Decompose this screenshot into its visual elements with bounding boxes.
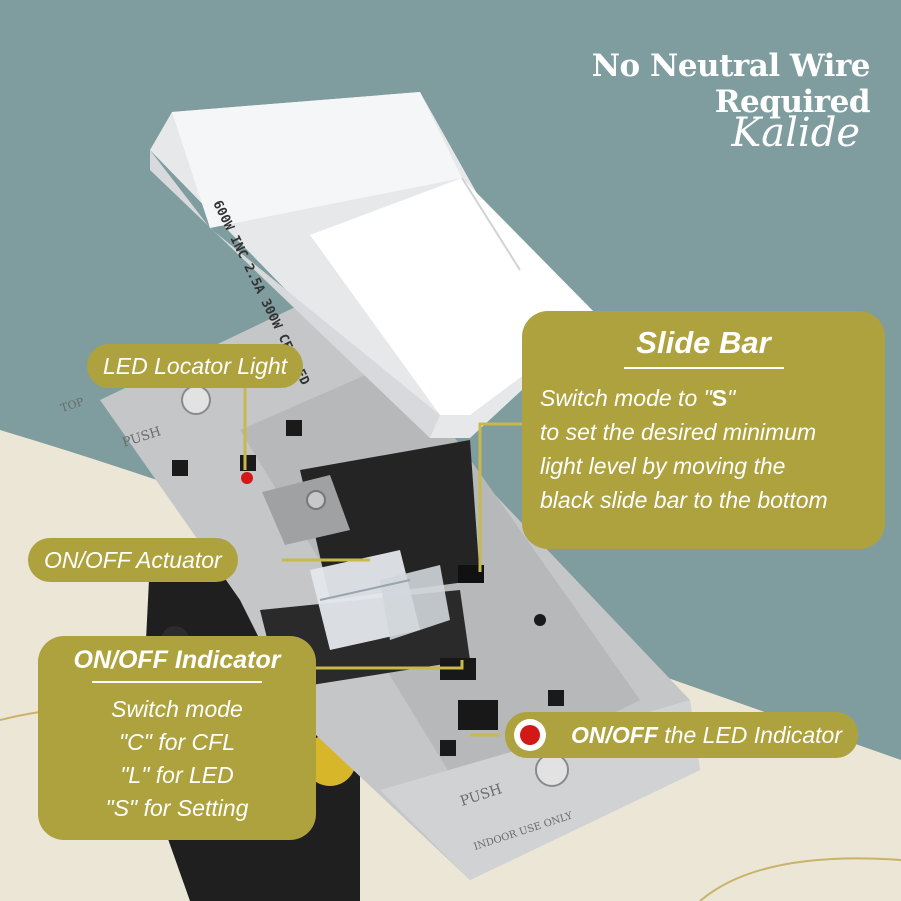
metal-tab (262, 475, 350, 545)
brand-logo: Kalide (731, 110, 860, 156)
indicator-line: "S" for Setting (105, 795, 249, 821)
strap-cutout (240, 455, 256, 471)
led-indicator-strong: ON/OFF (571, 722, 658, 748)
strap-cutout (440, 740, 456, 756)
leader-slide-bar (478, 422, 522, 572)
onoff-indicator-callout: ON/OFF Indicator Switch mode "C" for CFL… (38, 636, 316, 840)
screw-hole (534, 614, 546, 626)
indicator-rule (92, 681, 262, 683)
mounting-screw-top (181, 385, 211, 415)
indicator-line: Switch mode (111, 696, 243, 722)
slide-bar-rule (623, 367, 784, 369)
indicator-line: "C" for CFL (118, 729, 235, 755)
mounting-screw-bottom (535, 753, 569, 787)
gold-swirl-line-2 (699, 857, 901, 901)
slide-bar-line-3: light level by moving the (540, 453, 786, 479)
slide-bar-line-1: Switch mode to "S" (540, 385, 736, 411)
led-locator-light (241, 472, 253, 484)
strap-cutout (286, 420, 302, 436)
rivet (306, 490, 326, 510)
label-onoff-actuator: ON/OFF Actuator (28, 538, 238, 582)
strap-cutout (172, 460, 188, 476)
slide-bar-callout: Slide Bar Switch mode to "S" to set the … (522, 311, 885, 549)
led-indicator-red-dot (520, 725, 540, 745)
indicator-switch-slot (458, 700, 498, 730)
indicator-line: "L" for LED (120, 762, 234, 788)
slide-bar-line-4: black slide bar to the bottom (540, 487, 828, 513)
slide-bar-knob (458, 565, 484, 583)
leader-lines (243, 386, 522, 737)
led-indicator-rest: the LED Indicator (657, 722, 842, 748)
actuator-block (310, 550, 450, 650)
label-led-indicator: ON/OFF the LED Indicator (505, 712, 858, 758)
slide-bar-mode: S (711, 385, 728, 411)
headline: No Neutral Wire Required (591, 48, 871, 120)
leader-indicator (316, 660, 464, 670)
strap-cutout (548, 690, 564, 706)
strap-top-mark: TOP (59, 395, 86, 415)
label-led-locator-light: LED Locator Light (87, 344, 304, 388)
slide-bar-title: Slide Bar (636, 325, 771, 360)
slide-bar-line-2: to set the desired minimum (540, 419, 817, 445)
indicator-title: ON/OFF Indicator (73, 646, 281, 674)
